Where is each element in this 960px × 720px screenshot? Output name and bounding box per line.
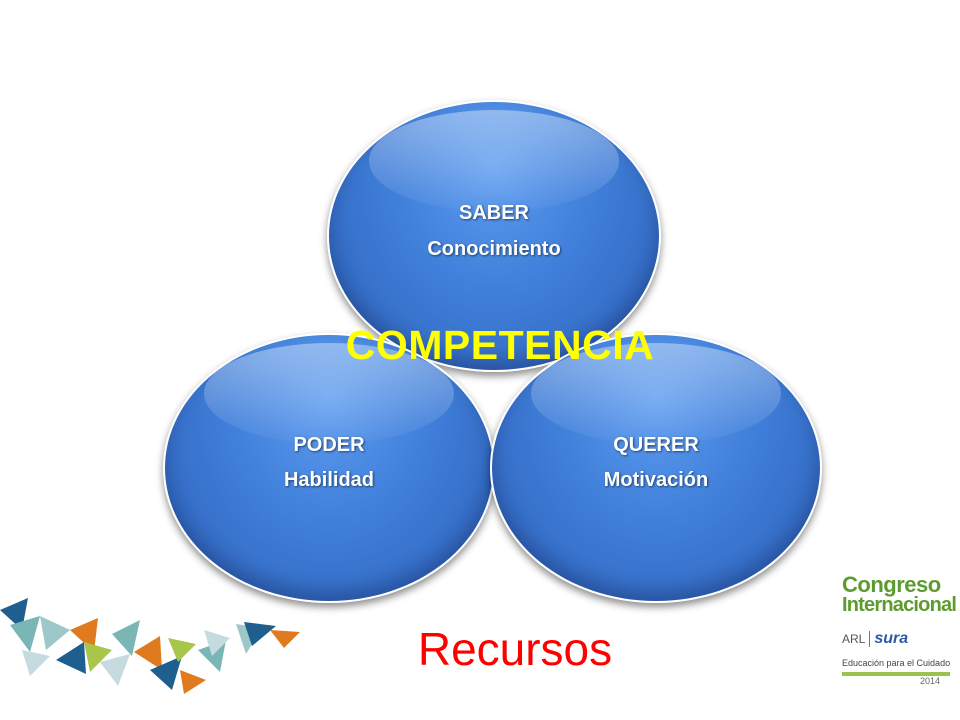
congreso-logo: Congreso Internacional ARL sura Educació… [842, 572, 957, 692]
circle-saber-subtitle: Conocimiento [427, 238, 561, 260]
circle-querer: QUERER Motivación [490, 333, 822, 603]
circle-querer-subtitle: Motivación [603, 469, 709, 491]
logo-arl-sura: ARL sura [842, 630, 908, 648]
circle-poder: PODER Habilidad [163, 333, 495, 603]
recursos-label: Recursos [417, 623, 613, 675]
logo-congreso: Congreso [842, 572, 941, 597]
circle-saber-title: SABER [458, 202, 529, 224]
circle-saber: SABER Conocimiento [327, 100, 661, 372]
logo-internacional: Internacional [842, 594, 957, 616]
circle-querer-title: QUERER [613, 434, 699, 456]
circle-poder-title: PODER [293, 434, 365, 456]
triangle-pattern-decoration [0, 598, 300, 694]
logo-year: 2014 [919, 676, 940, 686]
logo-sura: sura [874, 630, 909, 647]
circle-poder-subtitle: Habilidad [283, 469, 374, 491]
logo-green-rule [842, 672, 950, 676]
competencia-label: COMPETENCIA [345, 322, 655, 368]
logo-divider [869, 631, 871, 647]
logo-tagline: Educación para el Cuidado [842, 658, 951, 668]
logo-arl: ARL [842, 632, 866, 646]
